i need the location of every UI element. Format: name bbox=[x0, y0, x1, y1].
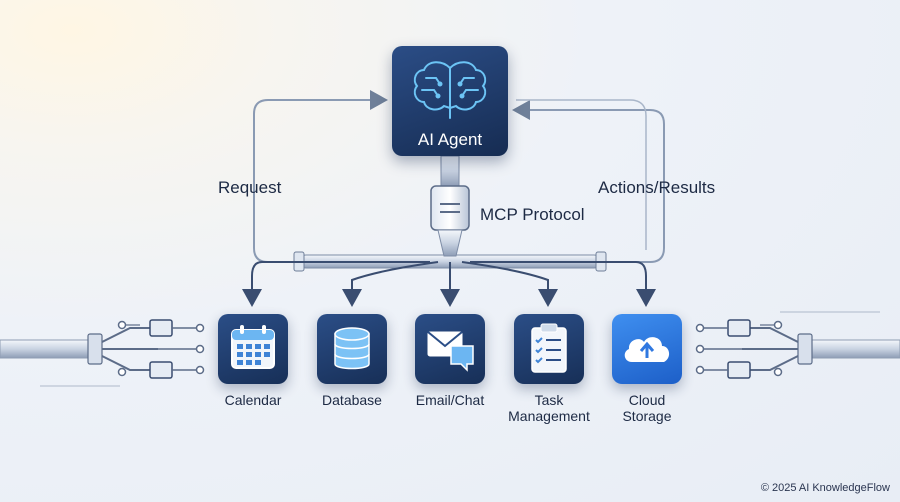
task-clipboard-icon bbox=[531, 323, 567, 373]
calendar-tile bbox=[218, 314, 288, 384]
arrow-to-calendar bbox=[242, 260, 430, 307]
calendar-icon bbox=[231, 325, 275, 369]
results-label: Actions/Results bbox=[598, 178, 716, 197]
cloud-storage-tile bbox=[612, 314, 682, 384]
cloud-storage-label: Cloud Storage bbox=[622, 392, 672, 424]
email-chat-label: Email/Chat bbox=[415, 392, 485, 408]
request-label: Request bbox=[218, 178, 282, 197]
copyright-footer: © 2025 AI KnowledgeFlow bbox=[760, 482, 890, 494]
left-connector-decor bbox=[0, 319, 205, 387]
mcp-plug bbox=[430, 185, 470, 231]
cloud-upload-icon bbox=[624, 337, 670, 362]
task-management-label: Task Management bbox=[508, 392, 590, 424]
database-label: Database bbox=[322, 392, 382, 408]
email-chat-tile bbox=[415, 314, 485, 384]
arrow-to-cloud bbox=[470, 260, 656, 307]
task-management-tile bbox=[514, 314, 584, 384]
arrow-to-task bbox=[461, 261, 558, 307]
ai-agent-box: AI Agent bbox=[392, 46, 508, 156]
brain-circuit-icon bbox=[413, 61, 487, 119]
database-icon bbox=[334, 327, 370, 370]
results-arrow bbox=[512, 100, 665, 263]
database-tile bbox=[317, 314, 387, 384]
agent-title: AI Agent bbox=[417, 130, 483, 149]
protocol-label: MCP Protocol bbox=[480, 205, 585, 224]
plug-neck bbox=[437, 229, 463, 257]
email-chat-icon bbox=[427, 331, 474, 372]
arrow-to-database bbox=[342, 261, 439, 307]
agent-cable bbox=[440, 155, 460, 187]
right-connector-decor bbox=[695, 311, 900, 379]
results-top-line bbox=[516, 99, 647, 250]
calendar-label: Calendar bbox=[224, 392, 282, 408]
